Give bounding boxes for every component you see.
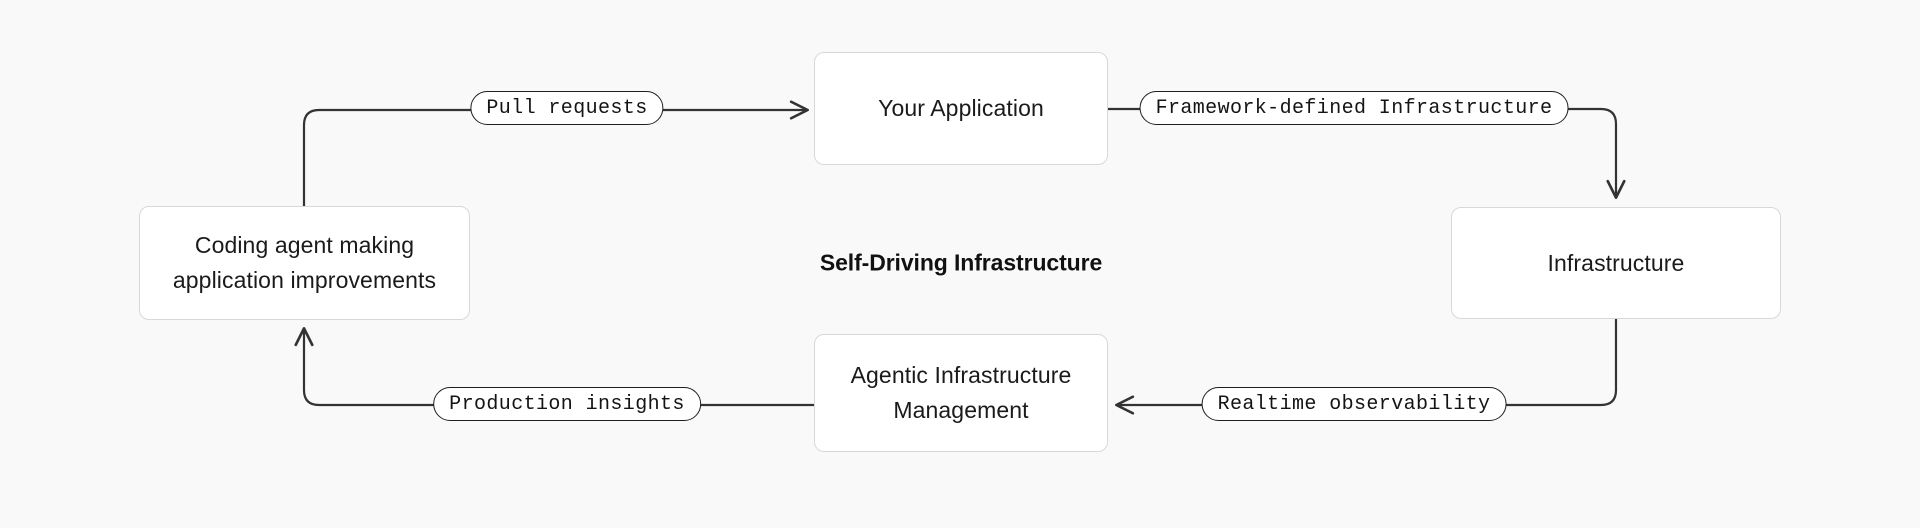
edge-path-pull-requests — [302, 108, 493, 208]
node-your-application[interactable]: Your Application — [814, 52, 1108, 165]
edge-label-production-insights: Production insights — [433, 387, 701, 421]
edge-label-pull-requests: Pull requests — [470, 91, 664, 125]
edge-label-realtime-observability: Realtime observability — [1201, 387, 1507, 421]
edge-path-framework-infra-arrow — [1559, 107, 1626, 199]
node-agentic-infrastructure-management[interactable]: Agentic Infrastructure Management — [814, 334, 1108, 452]
edge-path-production-insights-arrow — [294, 327, 440, 407]
node-infrastructure[interactable]: Infrastructure — [1451, 207, 1781, 319]
node-coding-agent[interactable]: Coding agent making application improvem… — [139, 206, 470, 320]
edge-label-framework-defined-infrastructure: Framework-defined Infrastructure — [1139, 91, 1569, 125]
edge-path-realtime-observability-right — [1501, 317, 1618, 407]
diagram-title: Self-Driving Infrastructure — [819, 249, 1103, 276]
